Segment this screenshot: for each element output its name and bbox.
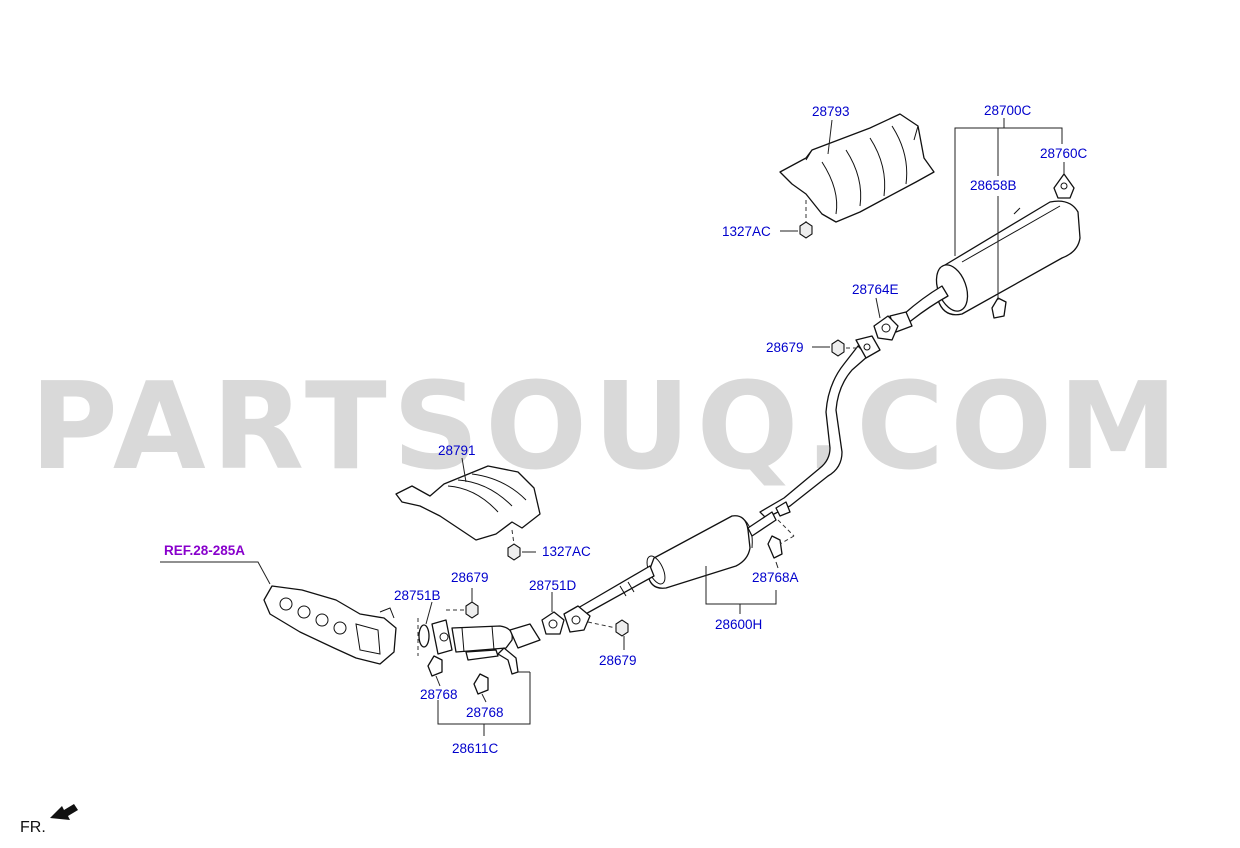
- label-28611c[interactable]: 28611C: [452, 741, 499, 756]
- leader-lines: [160, 118, 1065, 736]
- arrow-icon: [50, 804, 78, 820]
- rear-muffler[interactable]: [889, 200, 1081, 333]
- label-28760c[interactable]: 28760C: [1040, 146, 1088, 161]
- label-28751d[interactable]: 28751D: [529, 578, 577, 593]
- label-28793[interactable]: 28793: [812, 104, 850, 119]
- label-28768-left[interactable]: 28768: [420, 687, 458, 702]
- nut-1327ac-mid[interactable]: [507, 543, 521, 561]
- front-label: FR.: [20, 819, 46, 836]
- dashed-guides: [417, 200, 858, 656]
- gasket-28751b[interactable]: [418, 624, 430, 648]
- hanger-rubber-28768-left[interactable]: [427, 655, 443, 677]
- front-direction-indicator: FR.: [20, 804, 78, 836]
- gasket-28751d[interactable]: [541, 611, 565, 635]
- label-28658b[interactable]: 28658B: [970, 178, 1017, 193]
- hanger-rubber-28768-right[interactable]: [473, 673, 489, 695]
- rear-heat-shield[interactable]: [779, 113, 935, 223]
- nut-1327ac-top[interactable]: [799, 221, 813, 239]
- nut-28679-bottom[interactable]: [615, 619, 629, 637]
- exhaust-manifold[interactable]: [263, 585, 397, 665]
- label-28679-left[interactable]: 28679: [451, 570, 489, 585]
- label-1327ac-top[interactable]: 1327AC: [722, 224, 771, 239]
- label-28700c[interactable]: 28700C: [984, 103, 1032, 118]
- front-heat-shield[interactable]: [395, 465, 541, 541]
- label-28768-right[interactable]: 28768: [466, 705, 504, 720]
- label-28751b[interactable]: 28751B: [394, 588, 441, 603]
- label-28764e[interactable]: 28764E: [852, 282, 899, 297]
- label-reference[interactable]: REF.28-285A: [164, 543, 245, 558]
- part-labels: 28793 1327AC 28700C 28760C 28658B 28764E…: [164, 103, 1088, 756]
- label-28791[interactable]: 28791: [438, 443, 476, 458]
- label-1327ac-mid[interactable]: 1327AC: [542, 544, 591, 559]
- label-28679-top[interactable]: 28679: [766, 340, 804, 355]
- center-muffler-assembly[interactable]: [563, 335, 881, 633]
- label-28768a[interactable]: 28768A: [752, 570, 799, 585]
- label-28679-bottom[interactable]: 28679: [599, 653, 637, 668]
- hanger-rubber-28768a[interactable]: [767, 535, 783, 559]
- watermark: PARTSOUQ.COM: [30, 358, 1184, 497]
- gasket-28764e[interactable]: [873, 315, 899, 341]
- front-pipe[interactable]: [431, 619, 541, 675]
- nut-28679-top[interactable]: [831, 339, 845, 357]
- label-28600h[interactable]: 28600H: [715, 617, 762, 632]
- hanger-rubber-28658b[interactable]: [991, 297, 1007, 319]
- nut-28679-left[interactable]: [465, 601, 479, 619]
- hanger-rubber-28760c[interactable]: [1053, 173, 1075, 199]
